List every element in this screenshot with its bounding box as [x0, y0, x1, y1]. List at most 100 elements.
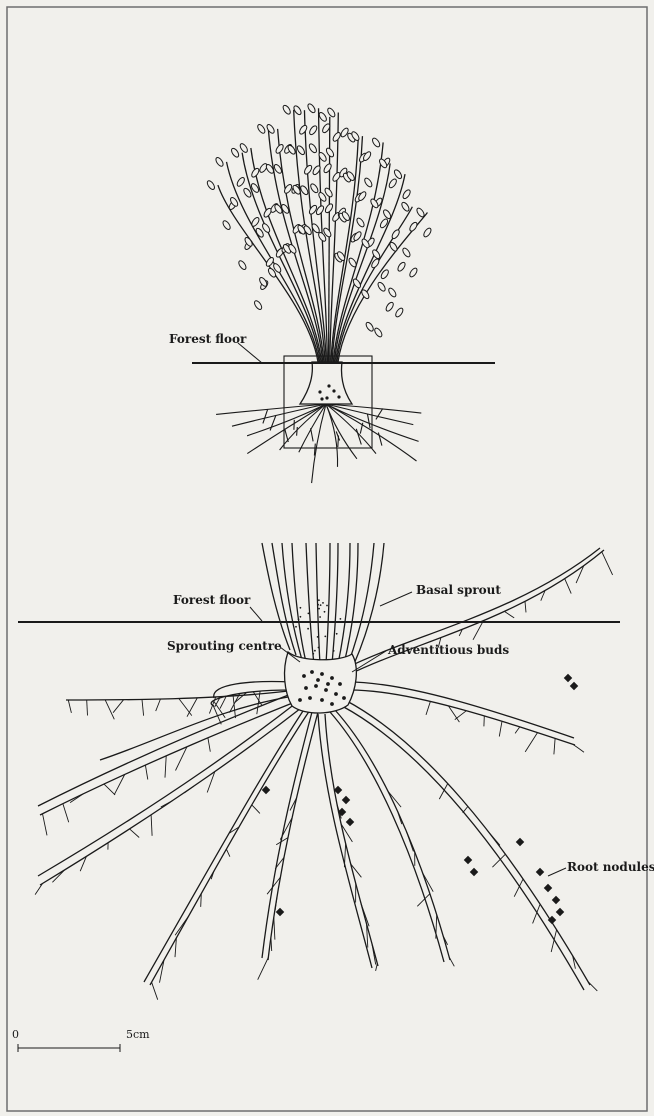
bud-dot	[324, 688, 328, 692]
stem-dot	[324, 636, 326, 638]
stem-dot	[312, 653, 314, 655]
main-root	[100, 696, 294, 760]
leaf-icon	[324, 203, 334, 214]
leaf-icon	[296, 145, 306, 156]
bud-dot	[334, 692, 338, 696]
stem-dot	[308, 613, 310, 615]
adventitious-buds-label: Adventitious buds	[387, 643, 509, 657]
leaf-icon	[373, 327, 383, 338]
forest-floor-leader-top	[238, 343, 262, 363]
leaf-icon	[282, 104, 292, 115]
leaf-icon	[365, 321, 375, 332]
leaf-icon	[237, 260, 247, 271]
rootlet	[156, 699, 161, 711]
root-nodule	[276, 908, 284, 916]
rootlet	[70, 794, 83, 803]
bud-dot	[304, 686, 308, 690]
rootlet	[344, 844, 345, 867]
leaf-icon	[239, 142, 249, 153]
rootlet	[113, 700, 124, 713]
rootlet	[426, 701, 430, 715]
root-nodules-label: Root nodules	[567, 860, 654, 874]
rootlet	[515, 727, 520, 734]
leaf-icon	[357, 191, 367, 202]
root-nodule	[564, 674, 572, 682]
rootlet	[252, 805, 260, 814]
shrub-overview: Forest floor	[169, 103, 495, 483]
root-nodule	[570, 682, 578, 690]
leaf-icon	[265, 163, 275, 174]
leaf-icon	[371, 137, 381, 148]
rootlet	[161, 801, 173, 807]
rootlet	[68, 700, 71, 713]
leaf-icon	[308, 125, 318, 136]
rootlet	[142, 700, 144, 716]
rootlet	[525, 733, 537, 752]
leaf-icon	[206, 180, 216, 191]
shrub-root	[247, 404, 326, 454]
leaf-icon	[394, 307, 404, 318]
stem-dot	[317, 636, 319, 638]
shrub-rootlet	[297, 427, 298, 436]
rootlet	[179, 699, 192, 716]
leaf-icon	[363, 177, 373, 188]
rootlet	[271, 937, 272, 951]
rootlet	[201, 893, 202, 907]
bud-dot	[302, 674, 306, 678]
rootlet	[130, 829, 140, 838]
rootlet	[455, 711, 467, 720]
rootlet	[449, 957, 454, 966]
bud-dot	[330, 676, 334, 680]
rootlet	[187, 698, 197, 717]
leaf-icon	[311, 223, 321, 234]
leaf-icon	[256, 123, 266, 134]
leaf-icon	[332, 131, 342, 142]
leaf-icon	[401, 247, 411, 258]
stem-dot	[298, 618, 300, 620]
rootlet	[398, 811, 402, 824]
stem-dot	[314, 650, 316, 652]
shrub-root	[232, 404, 326, 426]
stem-dot	[318, 608, 320, 610]
leaf-icon	[408, 221, 418, 232]
scale-end-label: 5cm	[126, 1028, 150, 1041]
leaf-icon	[303, 164, 313, 175]
main-root	[268, 712, 318, 960]
main-root	[40, 700, 300, 815]
root-nodule	[556, 908, 564, 916]
stem-dot	[319, 616, 321, 618]
root-nodule	[516, 838, 524, 846]
forest-floor-label-bottom: Forest floor	[173, 593, 251, 607]
leaf-icon	[215, 156, 225, 167]
shrub-root	[326, 404, 413, 425]
rootlet	[145, 765, 147, 779]
rootlet	[463, 806, 468, 812]
rootlet	[554, 738, 555, 754]
root-detail: Forest floor Basal sprout Sprouting cent…	[18, 543, 654, 1000]
leaf-icon	[402, 189, 412, 200]
leaf-icon	[387, 287, 397, 298]
root-nodule	[544, 884, 552, 892]
rootlet	[525, 601, 526, 612]
leaf-icon	[236, 176, 246, 187]
root-nodule	[346, 818, 354, 826]
root-nodule	[464, 856, 472, 864]
leaf-icon	[258, 276, 268, 287]
leaf-icon	[393, 169, 403, 180]
rootlet	[376, 964, 378, 971]
leaf-icon	[298, 124, 308, 135]
scale-bar: 0 5cm	[12, 1028, 150, 1052]
leaf-icon	[389, 241, 399, 252]
rootlet	[492, 854, 505, 867]
stem-dot	[336, 633, 338, 635]
leaf-icon	[391, 229, 401, 240]
rootlet	[361, 904, 369, 927]
root-nodule	[552, 896, 560, 904]
sprouting-centre-mass	[285, 652, 357, 713]
leaf-icon	[253, 300, 263, 311]
rootlet	[43, 814, 48, 836]
leaf-icon	[250, 167, 260, 178]
stem-dot	[300, 607, 302, 609]
stem-dot	[324, 611, 326, 613]
leaf-icon	[397, 261, 407, 272]
